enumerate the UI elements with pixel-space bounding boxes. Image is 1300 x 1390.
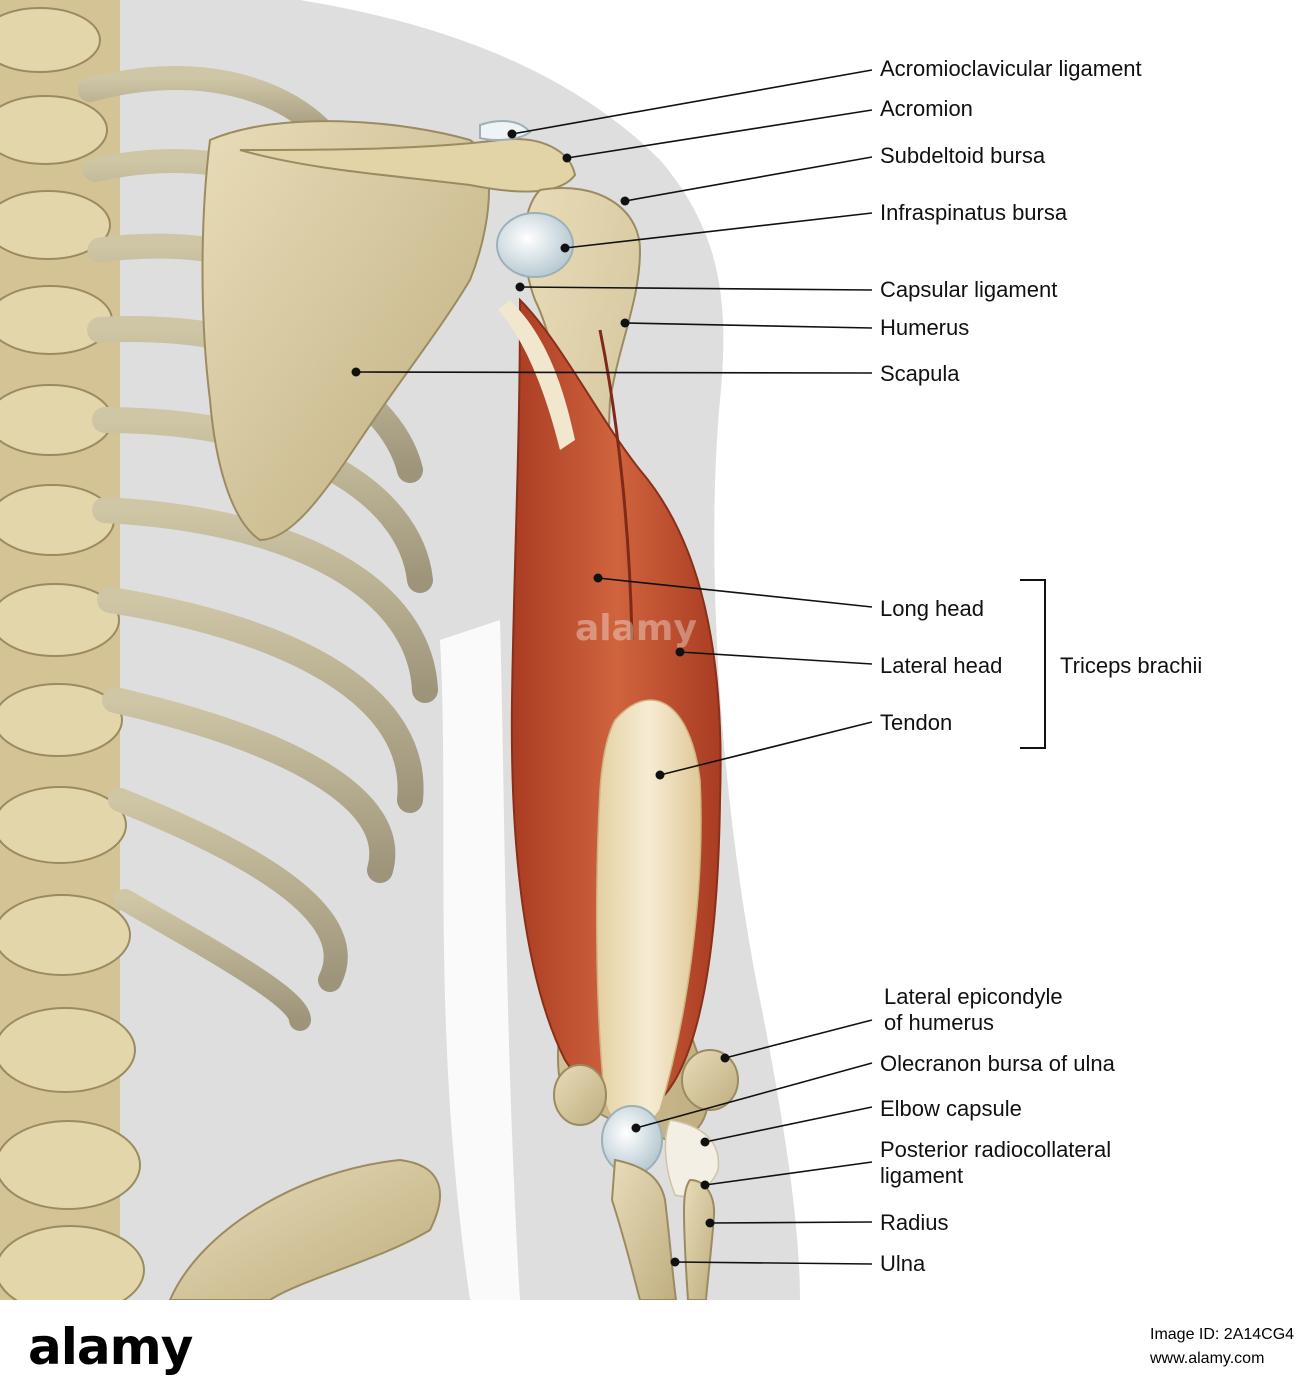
anatomy-illustration: alamy <box>0 0 1046 1315</box>
scapula-shape <box>201 120 490 542</box>
label-humerus: Humerus <box>880 315 970 340</box>
label-long-head: Long head <box>880 596 984 621</box>
watermark: alamy <box>575 608 697 649</box>
brand-logo: alamy <box>28 1318 193 1376</box>
label-capsular-ligament: Capsular ligament <box>880 277 1058 302</box>
label-subdeltoid-bursa: Subdeltoid bursa <box>880 143 1046 168</box>
medial-epicondyle <box>553 1064 607 1126</box>
footer-bar <box>0 1300 1300 1390</box>
label-lateral-epicondyle: Lateral epicondyle of humerus <box>884 984 1063 1035</box>
label-scapula: Scapula <box>880 361 960 386</box>
image-id: Image ID: 2A14CG4 <box>1150 1326 1295 1343</box>
triceps-bracket <box>1020 579 1046 749</box>
label-olecranon-bursa: Olecranon bursa of ulna <box>880 1051 1115 1076</box>
triceps-division <box>598 329 634 641</box>
spine <box>0 0 145 1315</box>
leader-lines <box>355 69 873 1265</box>
label-ulna: Ulna <box>880 1251 926 1276</box>
label-tendon: Tendon <box>880 710 953 735</box>
ulna-bone <box>610 1158 678 1301</box>
label-acromioclavicular-ligament: Acromioclavicular ligament <box>880 56 1142 81</box>
site-url: www.alamy.com <box>1150 1350 1265 1367</box>
torso-gap <box>440 620 520 1300</box>
lateral-epicondyle <box>681 1049 739 1111</box>
label-acromion: Acromion <box>880 96 973 121</box>
scapula-spine <box>239 138 577 193</box>
label-radius: Radius <box>880 1210 949 1235</box>
label-elbow-capsule: Elbow capsule <box>880 1096 1022 1121</box>
label-triceps-brachii: Triceps brachii <box>1060 653 1203 678</box>
label-infraspinatus-bursa: Infraspinatus bursa <box>880 200 1068 225</box>
acromion-cap <box>479 119 532 141</box>
label-posterior-radiocollateral-ligament: Posterior radiocollateral ligament <box>880 1137 1112 1188</box>
label-lateral-head: Lateral head <box>880 653 1003 678</box>
leader-dots <box>351 129 730 1267</box>
long-head-tendon <box>498 300 575 450</box>
humeral-head-cartilage <box>496 212 574 278</box>
pelvis <box>168 1158 441 1301</box>
